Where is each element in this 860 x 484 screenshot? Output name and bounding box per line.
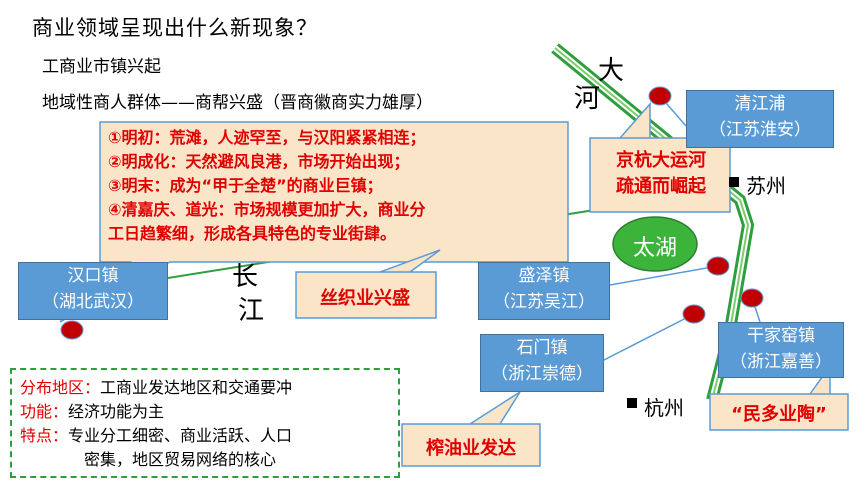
city-shengze: 盛泽镇（江苏吴江） [478,262,610,320]
tag-canal: 京杭大运河疏通而崛起 [616,150,706,197]
taihu-lake [612,216,698,272]
tag-pottery: “民多业陶” [731,404,827,425]
line-1: 工商业市镇兴起 [42,57,161,77]
info-box: 分布地区：工商业发达地区和交通要冲 功能：经济功能为主 特点：专业分工细密、商业… [10,368,400,478]
hangzhou-label: 杭州 [644,396,684,420]
marker-shengze [706,256,730,276]
marker-hankou [60,320,84,340]
canal-label-2: 河 [574,84,601,114]
city-hankou: 汉口镇（湖北武汉） [18,262,168,320]
tag-oil: 榨油业发达 [426,438,516,459]
lake-label: 太湖 [633,236,678,261]
suzhou-marker-icon [729,177,739,187]
river-label-1: 长 [232,262,259,292]
marker-qingjiang [648,86,672,106]
canal-label-1: 大 [598,56,625,86]
connector-shimen [599,313,695,363]
callout-silk [295,249,441,319]
marker-ganjiayao [740,288,764,308]
page-title: 商业领域呈现出什么新现象？ [32,16,318,40]
suzhou-label: 苏州 [746,174,786,198]
hangzhou-marker-icon [627,398,637,408]
callout-canal [589,102,731,213]
callout-oil [401,391,541,467]
city-qingjiang: 清江浦（江苏淮安） [686,90,834,148]
city-shimen: 石门镇（浙江崇德） [480,334,604,392]
connector-shengze [609,265,719,286]
river-label-2: 江 [238,296,265,326]
marker-shimen [682,304,706,324]
callout-main-text: ①明初：荒滩，人迹罕至，与汉阳紧紧相连； ②明成化：天然避风良港，市场开始出现；… [108,128,426,243]
line-2: 地域性商人群体——商帮兴盛（晋商徽商实力雄厚） [42,93,433,113]
city-ganjiayao: 干家窑镇（浙江嘉善） [718,322,844,378]
tag-silk: 丝织业兴盛 [320,288,410,309]
